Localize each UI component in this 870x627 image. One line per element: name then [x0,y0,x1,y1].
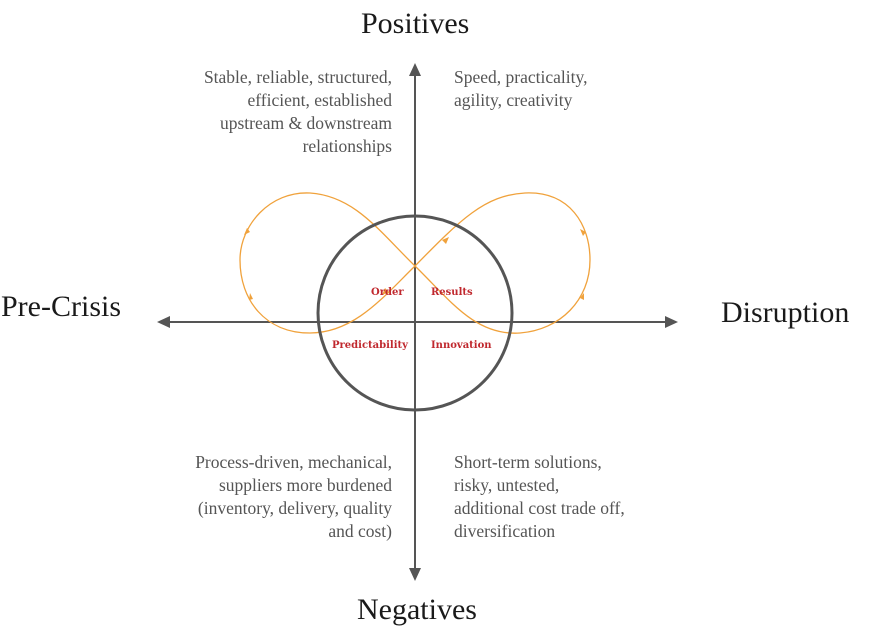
quadrant-line: Process-driven, mechanical, [195,452,392,472]
quadrant-top-left-text: Stable, reliable, structured, efficient,… [204,66,392,158]
quadrant-line: Short-term solutions, [454,452,602,472]
quadrant-line: relationships [302,136,392,156]
center-label-order: Order [371,287,404,298]
quadrant-line: diversification [454,521,556,541]
arrow-up-icon [409,63,421,76]
quadrant-line: suppliers more burdened [218,475,392,495]
center-circle [316,214,514,412]
arrow-left-icon [157,316,170,328]
quadrant-line: agility, creativity [454,90,573,110]
axis-title-bottom: Negatives [357,593,477,626]
loop-arrow-icon [580,293,584,300]
loop-arrow-icon [249,293,253,300]
center-label-results: Results [431,287,473,298]
quadrant-top-right-text: Speed, practicality, agility, creativity [454,66,587,112]
quadrant-line: upstream & downstream [219,113,392,133]
loop-arrow-icon [382,288,389,295]
loop-arrow-icon [244,228,250,235]
quadrant-line: additional cost trade off, [454,498,625,518]
arrow-right-icon [665,316,678,328]
arrow-down-icon [409,568,421,581]
loop-arrow-icon [580,229,586,236]
center-label-predictability: Predictability [332,340,408,351]
center-label-innovation: Innovation [431,340,492,351]
quadrant-line: (inventory, delivery, quality [197,498,392,518]
axis-title-left: Pre-Crisis [1,290,121,323]
quadrant-line: Speed, practicality, [454,67,588,87]
axis-title-right: Disruption [721,296,850,329]
quadrant-line: efficient, established [247,90,393,110]
quadrant-line: risky, untested, [454,475,560,495]
infinity-loop [239,192,591,334]
axis-title-top: Positives [361,7,470,40]
loop-arrow-icon [442,237,449,244]
quadrant-line: Stable, reliable, structured, [203,67,392,87]
quadrant-bottom-right-text: Short-term solutions, risky, untested, a… [454,451,625,543]
quadrant-line: and cost) [328,521,392,541]
quadrant-bottom-left-text: Process-driven, mechanical, suppliers mo… [195,451,392,543]
